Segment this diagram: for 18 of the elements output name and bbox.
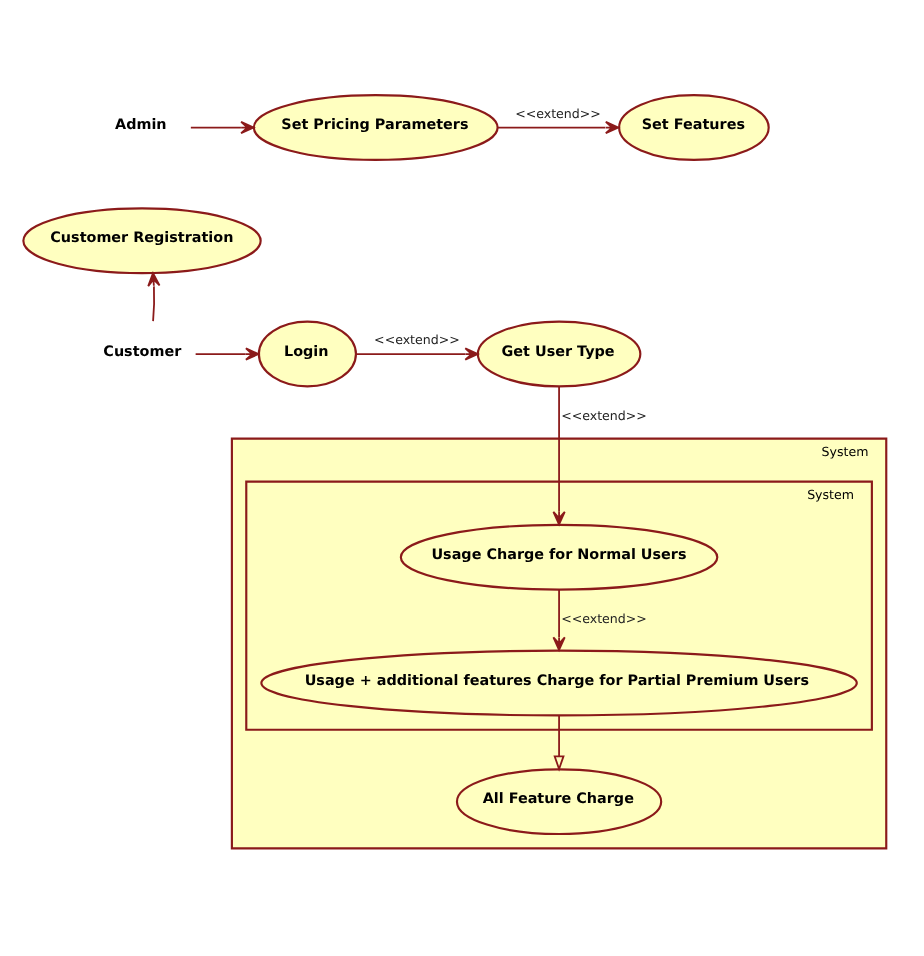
node-ellipse: Set Features <box>618 93 770 160</box>
arrow <box>147 271 161 322</box>
node-ellipse: Usage Charge for Normal Users <box>399 522 719 590</box>
arrow <box>496 120 620 134</box>
arrow <box>355 346 479 360</box>
node-ellipse: All Feature Charge <box>455 767 663 835</box>
arrow <box>552 385 566 525</box>
node-ellipse: Usage + additional features Charge for Partial Premium Users <box>260 648 858 716</box>
arrow <box>553 713 565 771</box>
arrow <box>552 587 566 650</box>
node-ellipse: Login <box>257 319 357 387</box>
arrow <box>189 120 255 134</box>
node-ellipse: Get User Type <box>476 319 642 387</box>
node-ellipse: Set Pricing Parameters <box>252 93 499 160</box>
arrow <box>194 346 260 360</box>
node-text: Customer <box>103 340 182 359</box>
node-text: Admin <box>115 114 167 133</box>
node-ellipse: Customer Registration <box>22 206 262 274</box>
